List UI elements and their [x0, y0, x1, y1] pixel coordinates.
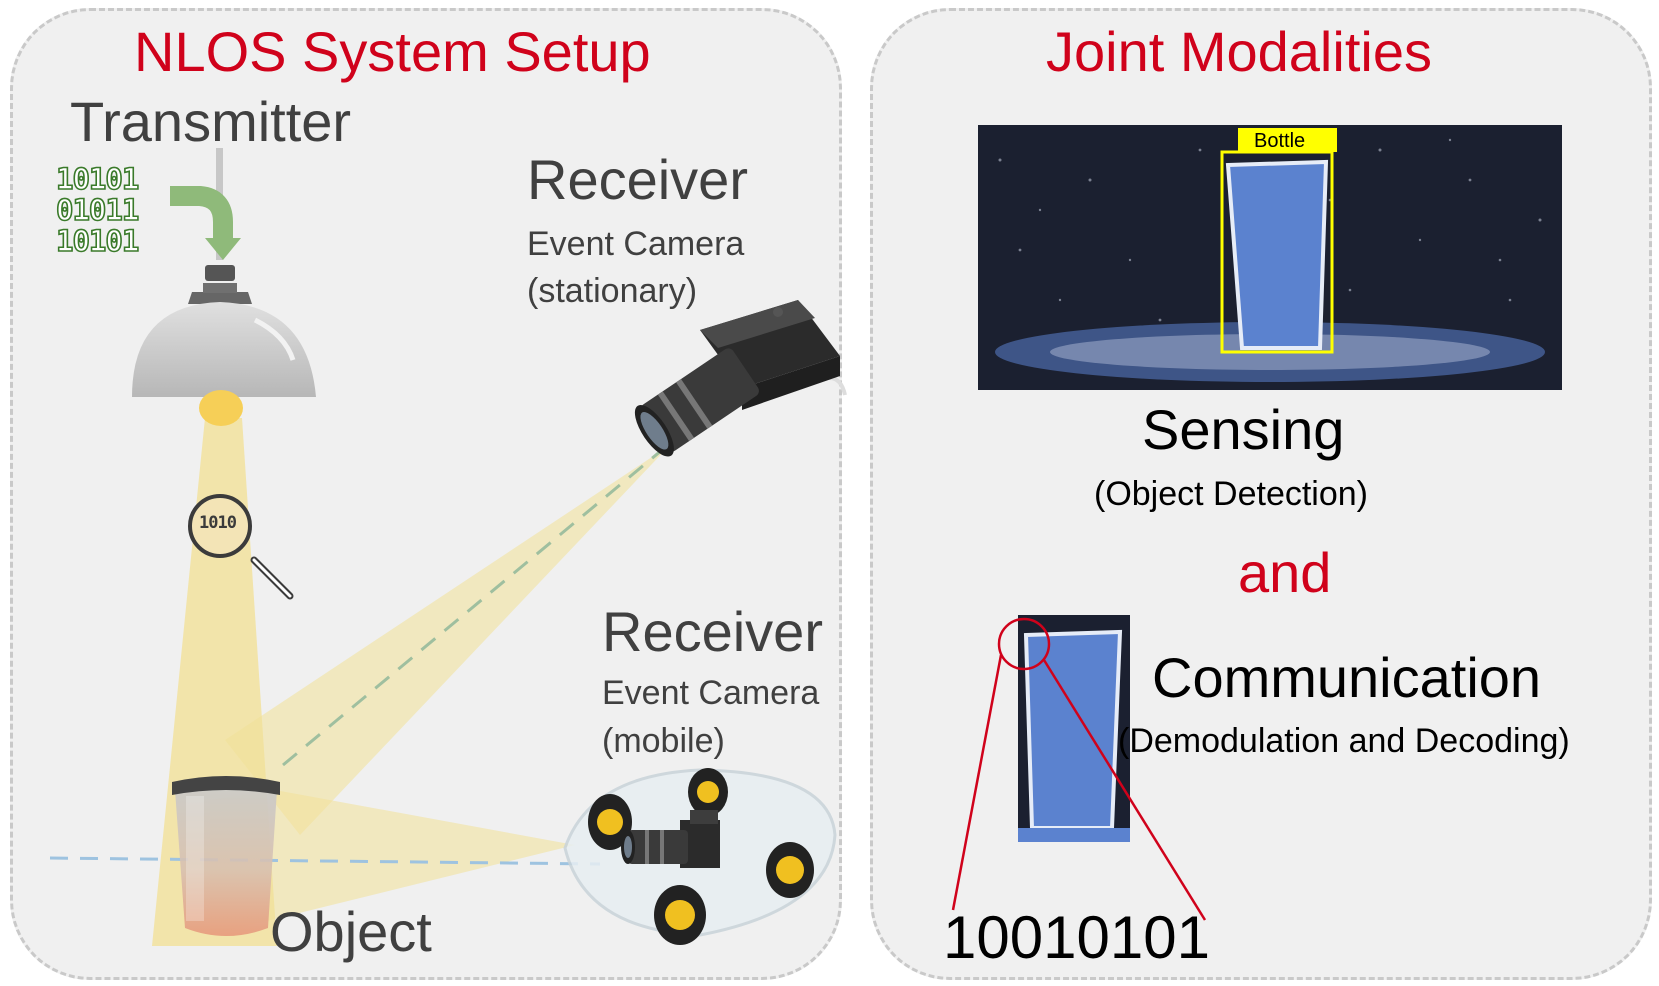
binary-line: 10101	[55, 224, 140, 258]
transmitter-label: Transmitter	[70, 90, 352, 153]
receiver-mobile-line1: Event Camera	[602, 674, 820, 712]
cup-icon	[172, 776, 280, 936]
decoded-bits: 10010101	[943, 904, 1210, 971]
zoom-indicator	[951, 617, 1207, 921]
sensing-event-image	[978, 125, 1562, 390]
communication-event-image	[1018, 615, 1130, 842]
communication-title: Communication	[1152, 646, 1542, 709]
magnifier-binary-text: 1010	[199, 513, 237, 533]
receiver-stationary-line2: (stationary)	[527, 272, 698, 310]
event-camera-icon-stationary	[634, 300, 847, 457]
binary-line: 10101	[55, 162, 140, 196]
receiver-mobile-line2: (mobile)	[602, 722, 725, 760]
robot-car-icon	[563, 768, 837, 945]
binary-data-icon: 10101 01011 10101	[55, 162, 140, 258]
robot-car-wheels	[588, 768, 814, 945]
and-label: and	[1238, 541, 1332, 604]
communication-subtitle: (Demodulation and Decoding)	[1118, 722, 1570, 760]
ceiling-lamp-icon	[132, 148, 316, 426]
left-panel-title: NLOS System Setup	[134, 20, 651, 83]
receiver-stationary-line1: Event Camera	[527, 225, 745, 263]
object-label: Object	[270, 900, 432, 963]
binary-line: 01011	[55, 193, 140, 227]
curved-arrow-icon	[170, 186, 241, 260]
receiver-mobile-title: Receiver	[602, 600, 823, 663]
magnifier-icon	[188, 494, 294, 600]
right-panel-title: Joint Modalities	[1046, 20, 1432, 83]
sensing-title: Sensing	[1142, 398, 1345, 461]
detection-label-bottle: Bottle	[1254, 130, 1306, 152]
receiver-stationary-title: Receiver	[527, 148, 748, 211]
sensing-subtitle: (Object Detection)	[1094, 475, 1368, 513]
